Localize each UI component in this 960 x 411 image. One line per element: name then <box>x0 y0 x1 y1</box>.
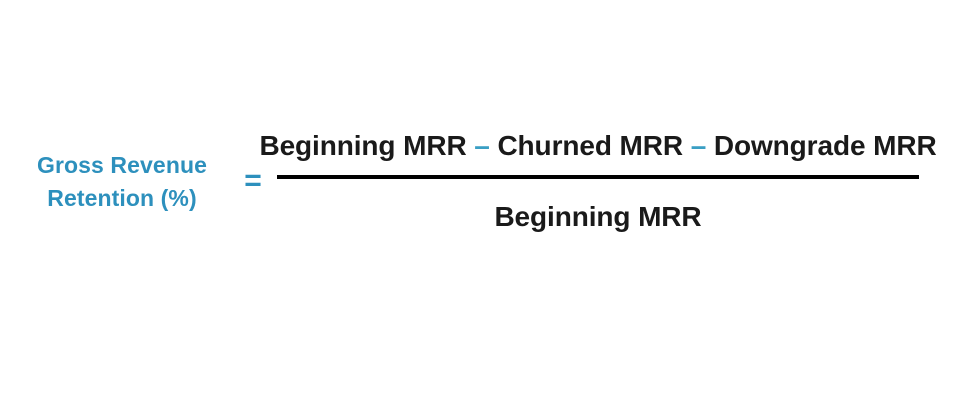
numerator-term-beginning-mrr: Beginning MRR <box>259 130 467 161</box>
fraction: Beginning MRR – Churned MRR – Downgrade … <box>259 130 936 233</box>
denominator-term-beginning-mrr: Beginning MRR <box>494 201 702 232</box>
lhs-label-line-1: Gross Revenue <box>36 151 208 178</box>
fraction-numerator: Beginning MRR – Churned MRR – Downgrade … <box>259 130 936 175</box>
fraction-denominator: Beginning MRR <box>494 179 701 233</box>
numerator-term-churned-mrr: Churned MRR <box>497 130 683 161</box>
equation: Gross Revenue Retention (%) = Beginning … <box>0 130 960 233</box>
fraction-bar <box>277 175 919 179</box>
equals-sign: = <box>244 163 262 197</box>
minus-operator-1: – <box>474 130 490 161</box>
gross-revenue-retention-label: Gross Revenue Retention (%) <box>0 149 230 214</box>
numerator-term-downgrade-mrr: Downgrade MRR <box>713 130 937 161</box>
minus-operator-2: – <box>690 130 707 161</box>
lhs-label-line-2: Retention (%) <box>47 184 197 211</box>
